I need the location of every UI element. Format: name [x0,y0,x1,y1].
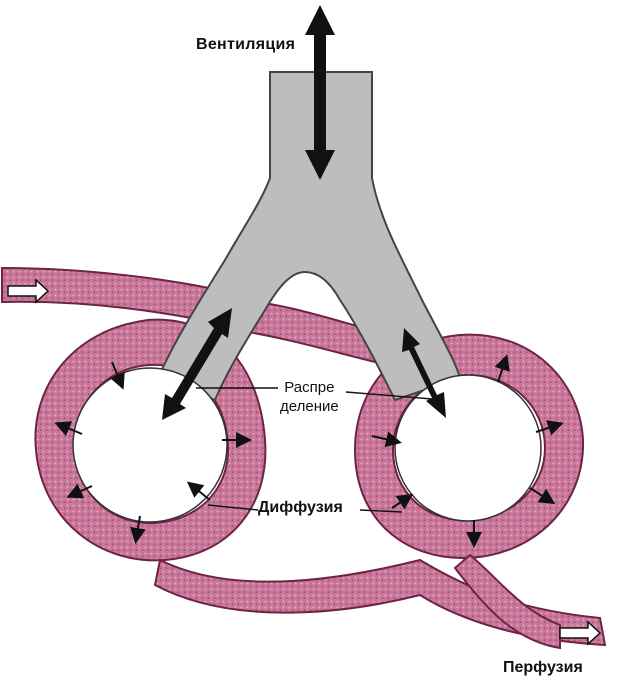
distribution-label: Распре деление [280,378,339,416]
distribution-label-line1: Распре [280,378,339,397]
diffusion-label: Диффузия [258,500,343,516]
right-alveolus [395,375,541,521]
distribution-label-line2: деление [280,397,339,416]
perfusion-label: Перфузия [503,660,583,676]
ventilation-label: Вентиляция [196,37,295,53]
left-alveolus [73,368,227,522]
